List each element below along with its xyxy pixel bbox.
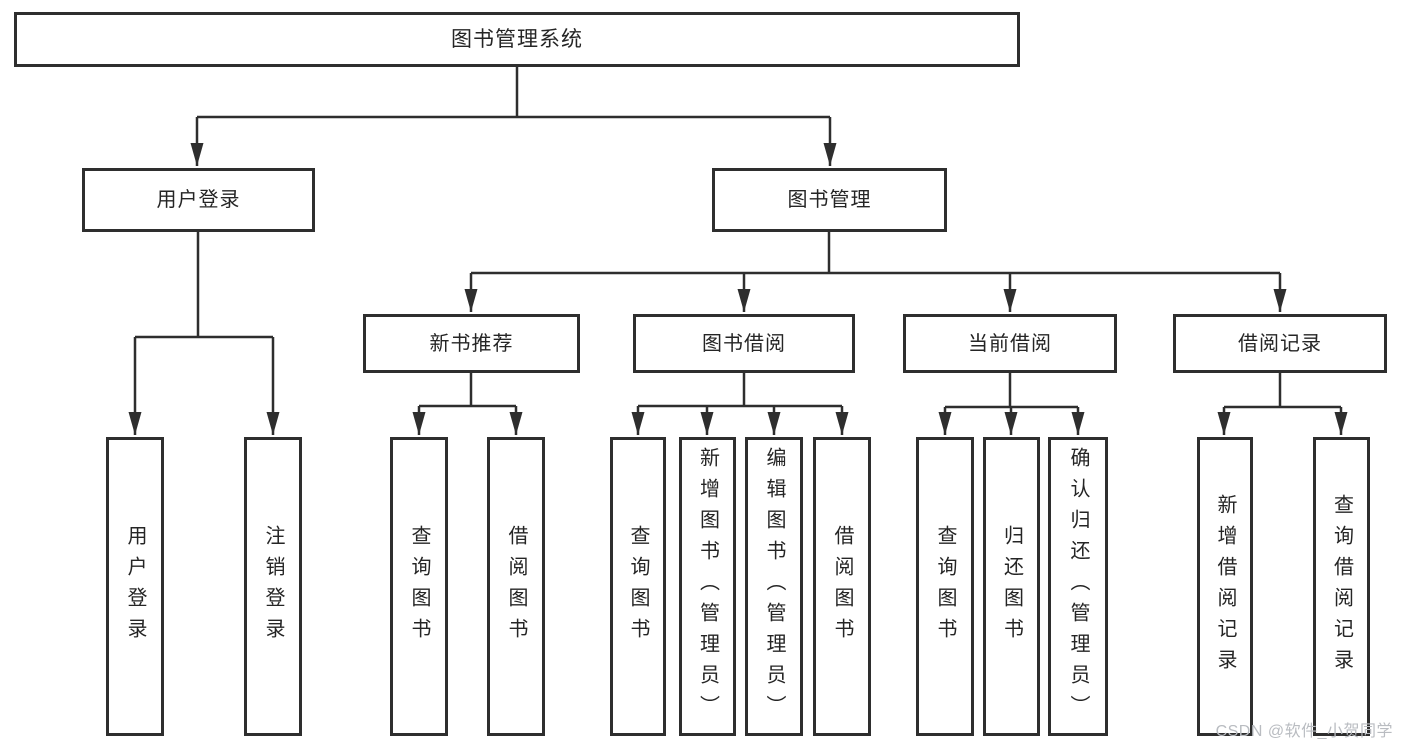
leaf-query-books-3: 查询图书 [916, 437, 974, 736]
leaf-query-books-2-label: 查询图书 [627, 524, 649, 649]
leaf-add-borrow-record: 新增借阅记录 [1197, 437, 1253, 736]
node-current-borrowing: 当前借阅 [903, 314, 1117, 373]
leaf-user-login: 用户登录 [106, 437, 164, 736]
leaf-query-borrow-record-label: 查询借阅记录 [1330, 493, 1353, 680]
leaf-borrow-books-1: 借阅图书 [487, 437, 545, 736]
leaf-add-book-admin-label: 新增图书（管理员） [696, 447, 719, 726]
leaf-confirm-return-admin: 确认归还（管理员） [1048, 437, 1108, 736]
leaf-borrow-books-2-label: 借阅图书 [831, 524, 853, 649]
leaf-user-login-label: 用户登录 [124, 524, 146, 649]
leaf-borrow-books-2: 借阅图书 [813, 437, 871, 736]
leaf-borrow-books-1-label: 借阅图书 [505, 524, 527, 649]
csdn-watermark: CSDN @软件_小贺同学 [1215, 723, 1393, 740]
leaf-confirm-return-admin-label: 确认归还（管理员） [1067, 447, 1089, 726]
leaf-edit-book-admin-label: 编辑图书（管理员） [763, 447, 785, 726]
leaf-query-books-1-label: 查询图书 [408, 524, 430, 649]
node-library-system: 图书管理系统 [14, 12, 1020, 67]
leaf-add-borrow-record-label: 新增借阅记录 [1214, 493, 1236, 680]
leaf-logout: 注销登录 [244, 437, 302, 736]
leaf-return-books: 归还图书 [983, 437, 1040, 736]
leaf-query-borrow-record: 查询借阅记录 [1313, 437, 1370, 736]
node-borrowing-records: 借阅记录 [1173, 314, 1387, 373]
node-user-login: 用户登录 [82, 168, 315, 232]
leaf-query-books-2: 查询图书 [610, 437, 666, 736]
leaf-query-books-1: 查询图书 [390, 437, 448, 736]
node-new-book-recommend: 新书推荐 [363, 314, 580, 373]
node-book-management: 图书管理 [712, 168, 947, 232]
leaf-add-book-admin: 新增图书（管理员） [679, 437, 736, 736]
leaf-return-books-label: 归还图书 [1000, 524, 1023, 649]
leaf-edit-book-admin: 编辑图书（管理员） [745, 437, 803, 736]
leaf-query-books-3-label: 查询图书 [934, 524, 956, 649]
node-book-borrowing: 图书借阅 [633, 314, 855, 373]
leaf-logout-label: 注销登录 [262, 524, 284, 649]
